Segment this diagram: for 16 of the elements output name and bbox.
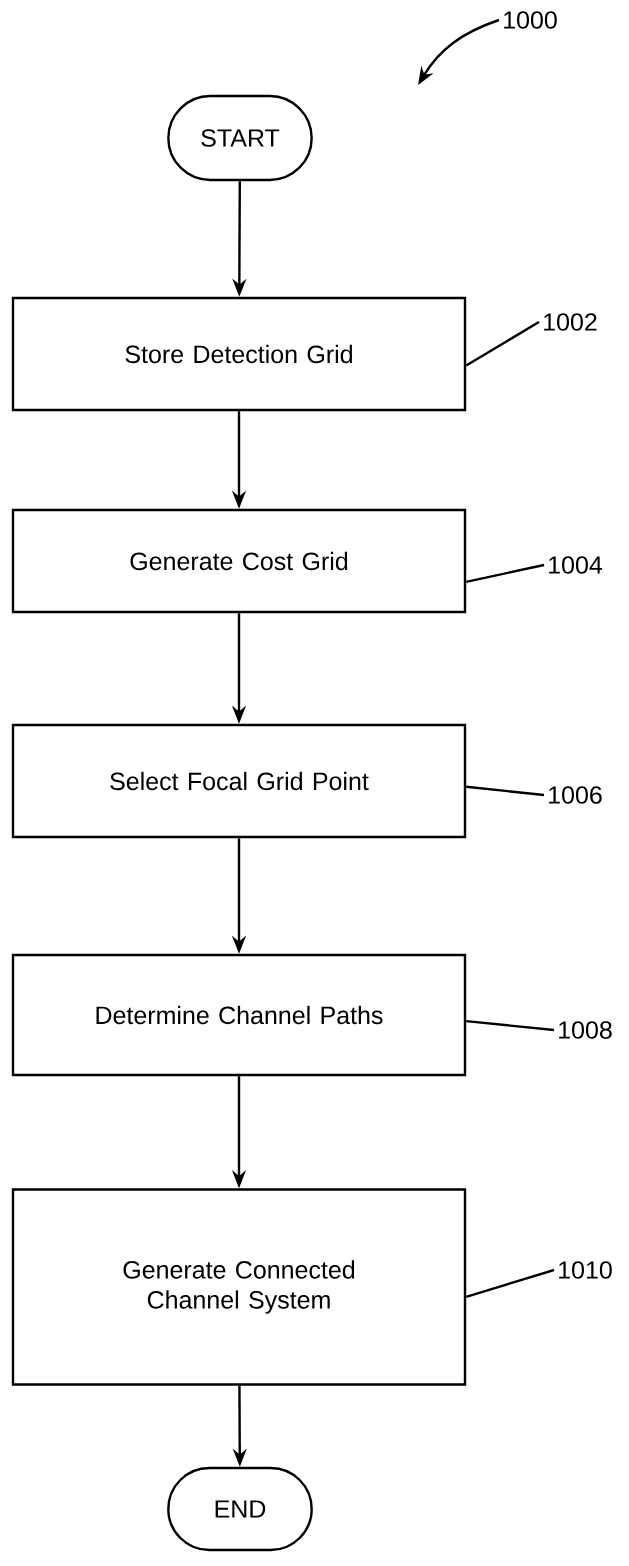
reference-numeral: 1004 [549, 556, 603, 574]
reference-numeral: 1008 [559, 1021, 612, 1039]
process-box: Generate Cost Grid [11, 508, 467, 614]
reference-numeral: 1010 [559, 1261, 612, 1279]
reference-numeral: 1002 [544, 313, 597, 331]
leader-line [465, 320, 540, 367]
process-box: Determine Channel Paths [11, 953, 467, 1077]
process-box: Generate Connected Channel System [11, 1188, 467, 1386]
leader-line [465, 1268, 555, 1298]
leader-line [466, 785, 545, 797]
reference-numeral: 1000 [504, 11, 557, 29]
leader-line [465, 563, 545, 584]
reference-numeral: 1006 [549, 786, 602, 804]
process-box: Select Focal Grid Point [11, 723, 467, 839]
process-box: Store Detection Grid [11, 296, 467, 412]
leader-line [466, 1019, 555, 1032]
